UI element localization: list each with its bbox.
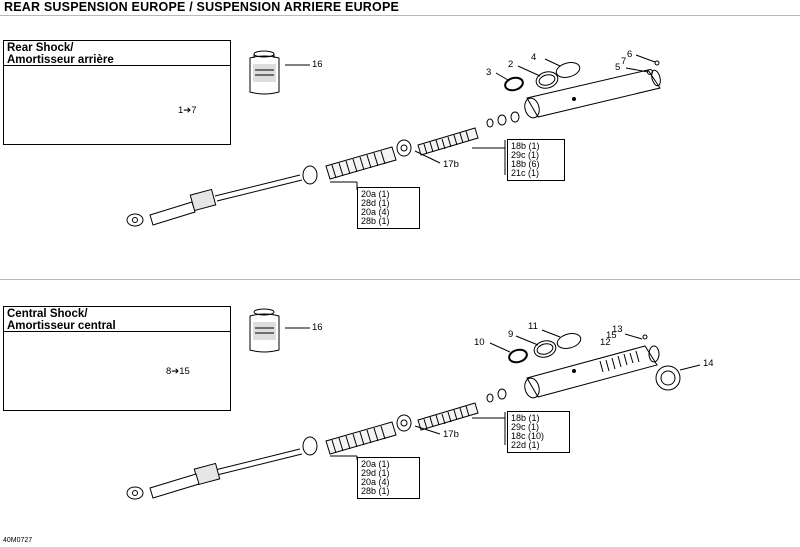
spring-lower-icon: [302, 421, 397, 456]
rear-shock-section-box: Rear Shock/ Amortisseur arrière: [3, 40, 231, 145]
table-row: 20a (4): [361, 207, 390, 217]
callout-9: 9: [508, 329, 514, 340]
table-row: 18b (1): [511, 141, 540, 151]
adjuster-ring-icon: [655, 365, 681, 391]
spring-upper-icon: [396, 111, 520, 157]
rear-shock-heading: Rear Shock/ Amortisseur arrière: [4, 41, 230, 66]
section-divider: [0, 279, 800, 280]
title-divider: [0, 15, 800, 16]
shock-body-icon: [524, 345, 660, 399]
callout-2: 2: [508, 59, 514, 70]
table-row: 18b (1): [511, 413, 540, 423]
ref-arrow-label: 1➔7: [178, 105, 197, 116]
callout-13: 13: [612, 324, 623, 335]
table-row: 28d (1): [361, 198, 390, 208]
part-table-right: 18b (1) 29c (1) 18b (6) 21c (1): [507, 139, 565, 181]
table-row: 20a (1): [361, 189, 390, 199]
callout-7: 7: [621, 56, 627, 67]
table-row: 28b (1): [361, 216, 390, 226]
callout-14: 14: [703, 358, 714, 369]
piston-shaft-icon: [126, 448, 303, 500]
table-row: 21c (1): [511, 168, 540, 178]
section-title-line2: Amortisseur central: [7, 320, 116, 332]
callout-11: 11: [528, 321, 538, 332]
callout-3: 3: [486, 67, 492, 78]
piston-shaft-icon: [126, 174, 303, 227]
callout-16: 16: [312, 322, 323, 333]
section-title-line2: Amortisseur arrière: [7, 54, 114, 66]
callout-15: 15: [606, 330, 617, 341]
table-row: 18c (10): [511, 431, 545, 441]
central-shock-heading: Central Shock/ Amortisseur central: [4, 307, 230, 332]
callout-16: 16: [312, 59, 323, 70]
table-row: 20a (1): [361, 459, 390, 469]
part-table-bottom: 20a (1) 28d (1) 20a (4) 28b (1): [357, 187, 420, 229]
section-title-line1: Rear Shock/: [7, 42, 74, 54]
callout-10: 10: [474, 337, 485, 348]
callout-4: 4: [531, 52, 537, 63]
diagram-code: 40M0727: [3, 537, 33, 544]
section-title-line1: Central Shock/: [7, 308, 88, 320]
table-row: 29c (1): [511, 150, 540, 160]
central-shock-section-box: Central Shock/ Amortisseur central: [3, 306, 231, 411]
callout-5: 5: [615, 62, 621, 73]
table-row: 29c (1): [511, 422, 540, 432]
callout-17b: 17b: [443, 159, 459, 170]
spring-lower-icon: [302, 146, 397, 185]
oil-bottle-icon: [249, 308, 280, 353]
table-row: 18b (6): [511, 159, 540, 169]
callout-12: 12: [600, 337, 611, 348]
table-row: 29d (1): [361, 468, 390, 478]
callout-17b: 17b: [443, 429, 459, 440]
page-title: REAR SUSPENSION EUROPE / SUSPENSION ARRI…: [4, 0, 400, 14]
table-row: 20a (4): [361, 477, 390, 487]
callout-6: 6: [627, 49, 633, 60]
oil-bottle-icon: [249, 50, 280, 95]
shock-body-icon: [524, 69, 661, 119]
part-table-right: 18b (1) 29c (1) 18c (10) 22d (1): [507, 411, 570, 453]
part-table-bottom: 20a (1) 29d (1) 20a (4) 28b (1): [357, 457, 420, 499]
table-row: 28b (1): [361, 486, 390, 496]
table-row: 22d (1): [511, 440, 540, 450]
spring-upper-icon: [396, 388, 507, 432]
ref-arrow-label: 8➔15: [166, 366, 190, 377]
